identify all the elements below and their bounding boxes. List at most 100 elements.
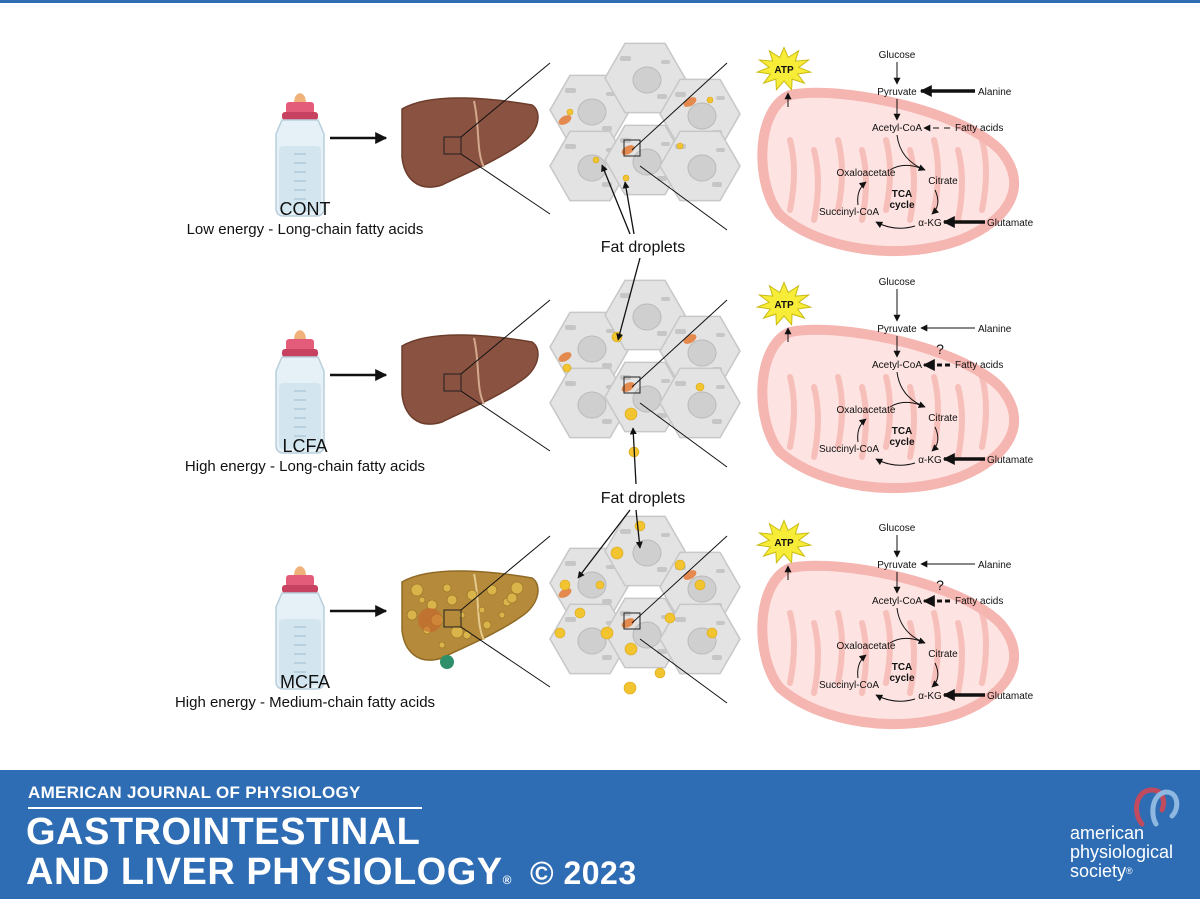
mito-crista xyxy=(835,374,845,450)
cycle-arrow xyxy=(889,637,921,644)
fat-droplet xyxy=(623,681,637,695)
group-sublabel: High energy - Long-chain fatty acids xyxy=(185,458,425,475)
zoom-line xyxy=(631,299,728,388)
zoom-line xyxy=(631,62,728,151)
organelle xyxy=(675,329,686,334)
cycle-arrow xyxy=(931,662,940,688)
bottle-milk xyxy=(279,383,321,449)
fat-droplet xyxy=(674,559,686,571)
mito-crista xyxy=(979,137,989,213)
liver-zoom-box xyxy=(443,609,462,628)
mito-crista xyxy=(883,137,893,213)
acetylcoa-arrow xyxy=(896,371,926,408)
zoom-line xyxy=(460,535,551,611)
pathway-acetylCoA: Acetyl-CoA xyxy=(872,360,922,371)
top-border xyxy=(0,0,1200,3)
journal-title-line2-text: AND LIVER PHYSIOLOGY xyxy=(26,851,503,893)
fat-droplet xyxy=(654,667,666,679)
organelle xyxy=(675,617,686,622)
hepatocyte-nucleus xyxy=(577,571,607,599)
cycle-arrow xyxy=(875,458,916,466)
hepatocyte-nucleus xyxy=(632,66,662,94)
mito-crista xyxy=(955,147,965,223)
organelle xyxy=(606,329,615,333)
group-label: LCFA xyxy=(282,436,327,456)
pathway-succinylCoA: Succinyl-CoA xyxy=(819,444,879,455)
cycle-arrow xyxy=(931,189,940,215)
cycle-arrow xyxy=(931,426,940,452)
organelle xyxy=(565,381,576,386)
bottle-milk xyxy=(279,619,321,685)
bottle-nipple xyxy=(294,330,306,340)
pathway-alanine: Alanine xyxy=(978,324,1012,335)
pathway-acetylCoA: Acetyl-CoA xyxy=(872,596,922,607)
group-sublabel: Low energy - Long-chain fatty acids xyxy=(187,221,424,238)
aps-logo-icon xyxy=(1134,787,1180,827)
cell-mitochondrion xyxy=(558,115,572,125)
organelle xyxy=(661,379,670,383)
cell-zoom-box xyxy=(623,376,641,394)
fat-droplet xyxy=(562,363,572,373)
hepatocyte-nucleus xyxy=(577,391,607,419)
pathway-tca2: cycle xyxy=(889,437,914,448)
society-line3: society xyxy=(1070,861,1127,881)
liver-fat-nodule xyxy=(466,589,478,601)
organelle xyxy=(602,363,612,368)
organelle xyxy=(661,142,670,146)
acetylcoa-arrow xyxy=(896,134,926,171)
cycle-arrow xyxy=(857,181,867,206)
liver-fat-nodule xyxy=(446,594,458,606)
fat-droplet xyxy=(706,96,714,104)
atp-star xyxy=(755,281,813,326)
zoom-line xyxy=(639,638,728,704)
liver-shape xyxy=(401,334,539,425)
organelle xyxy=(565,325,576,330)
zoom-line xyxy=(631,535,728,624)
fat-droplet xyxy=(592,156,600,164)
pathway-pyruvate: Pyruvate xyxy=(877,560,917,571)
zoom-line xyxy=(639,165,728,231)
fat-droplet-pointer xyxy=(635,509,643,549)
pathway-tca1: TCA xyxy=(892,189,913,200)
mito-crista xyxy=(811,384,821,460)
cycle-arrow xyxy=(857,418,867,443)
pathway-glucose: Glucose xyxy=(879,50,916,61)
organelle xyxy=(620,56,631,61)
liver-shape xyxy=(401,570,539,661)
mito-crista xyxy=(787,374,797,450)
mito-crista xyxy=(931,610,941,686)
pathway-fattyAcids: Fatty acids xyxy=(955,596,1003,607)
organelle xyxy=(620,293,631,298)
liver-fat-nodule xyxy=(486,584,498,596)
hepatocyte-nucleus xyxy=(577,154,607,182)
journal-name: AMERICAN JOURNAL OF PHYSIOLOGY xyxy=(28,783,361,802)
pathway-glutamate: Glutamate xyxy=(987,218,1034,229)
mito-crista xyxy=(811,147,821,223)
organelle xyxy=(606,92,615,96)
pathway-fattyAcids: Fatty acids xyxy=(955,123,1003,134)
zoom-line xyxy=(460,390,551,452)
pathway-pyruvate: Pyruvate xyxy=(877,87,917,98)
pathway-pyruvate: Pyruvate xyxy=(877,324,917,335)
mito-crista xyxy=(811,620,821,696)
hepatocyte-nucleus xyxy=(577,98,607,126)
organelle xyxy=(602,419,612,424)
liver-fat-nodule xyxy=(462,630,472,640)
pathway-glutamate: Glutamate xyxy=(987,691,1034,702)
zoom-line xyxy=(639,402,728,468)
bottle-cap xyxy=(286,575,314,587)
cycle-arrow xyxy=(857,654,867,679)
organelle xyxy=(675,92,686,97)
pathway-glucose: Glucose xyxy=(879,523,916,534)
fat-droplet xyxy=(622,174,630,182)
mito-crista xyxy=(931,374,941,450)
pathway-tca2: cycle xyxy=(889,200,914,211)
organelle xyxy=(716,333,725,337)
fat-droplet xyxy=(610,546,624,560)
organelle xyxy=(657,94,667,99)
bottle-cap xyxy=(286,102,314,114)
registered-mark: ® xyxy=(502,873,512,887)
pathway-glutamate: Glutamate xyxy=(987,455,1034,466)
bottle-nipple xyxy=(294,566,306,576)
organelle xyxy=(716,148,725,152)
